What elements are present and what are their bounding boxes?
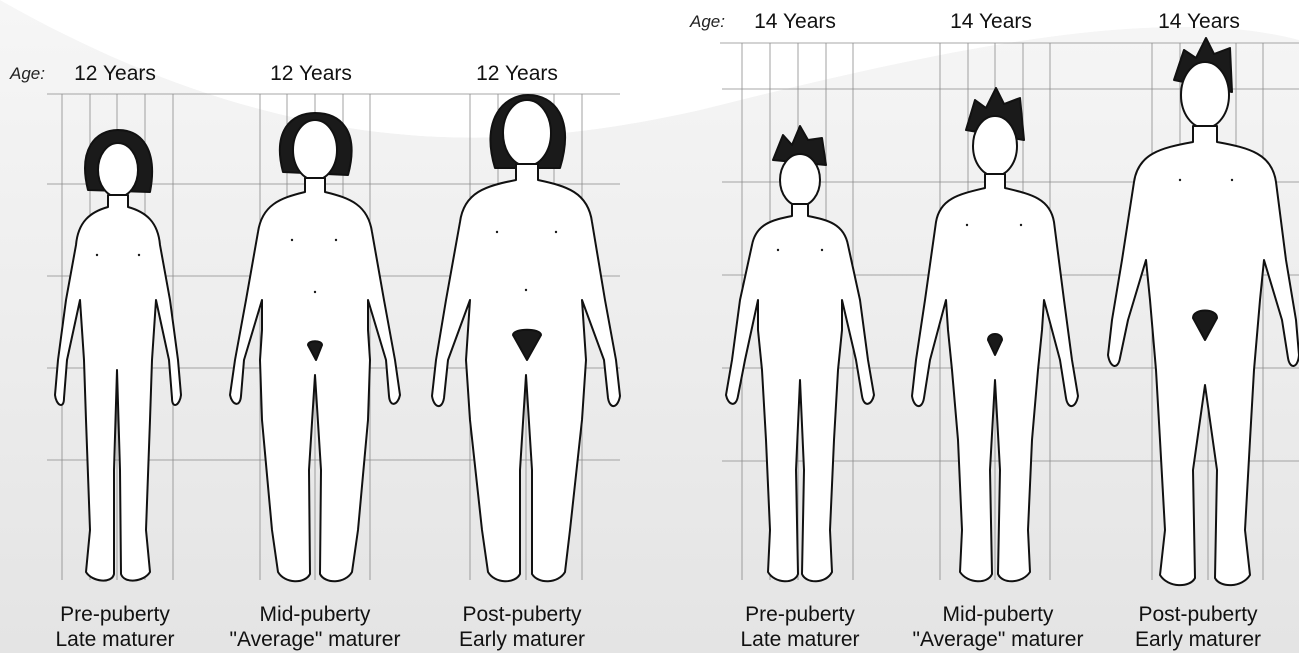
caption-line1: Pre-puberty [5, 602, 225, 627]
caption-line1: Post-puberty [1088, 602, 1299, 627]
caption-line2: Late maturer [5, 627, 225, 652]
caption-line2: Early maturer [412, 627, 632, 652]
figure-female-pre-puberty [55, 130, 181, 581]
age-female-post: 12 Years [432, 62, 602, 86]
figure-male-pre-puberty [726, 126, 874, 581]
caption-line1: Post-puberty [412, 602, 632, 627]
age-male-pre: 14 Years [710, 10, 880, 34]
caption-line1: Mid-puberty [888, 602, 1108, 627]
caption-line1: Mid-puberty [205, 602, 425, 627]
age-male-mid: 14 Years [906, 10, 1076, 34]
caption-line2: "Average" maturer [888, 627, 1108, 652]
age-male-post: 14 Years [1114, 10, 1284, 34]
caption-female-post: Post-puberty Early maturer [412, 602, 632, 652]
caption-male-pre: Pre-puberty Late maturer [690, 602, 910, 652]
age-female-pre: 12 Years [30, 62, 200, 86]
caption-female-pre: Pre-puberty Late maturer [5, 602, 225, 652]
caption-line2: Early maturer [1088, 627, 1299, 652]
caption-male-mid: Mid-puberty "Average" maturer [888, 602, 1108, 652]
caption-male-post: Post-puberty Early maturer [1088, 602, 1299, 652]
caption-line2: Late maturer [690, 627, 910, 652]
caption-line2: "Average" maturer [205, 627, 425, 652]
age-female-mid: 12 Years [226, 62, 396, 86]
figure-male-post-puberty [1108, 38, 1299, 585]
figure-male-mid-puberty [912, 88, 1078, 581]
figure-female-post-puberty [432, 95, 620, 581]
caption-female-mid: Mid-puberty "Average" maturer [205, 602, 425, 652]
caption-line1: Pre-puberty [690, 602, 910, 627]
figure-female-mid-puberty [230, 113, 400, 581]
